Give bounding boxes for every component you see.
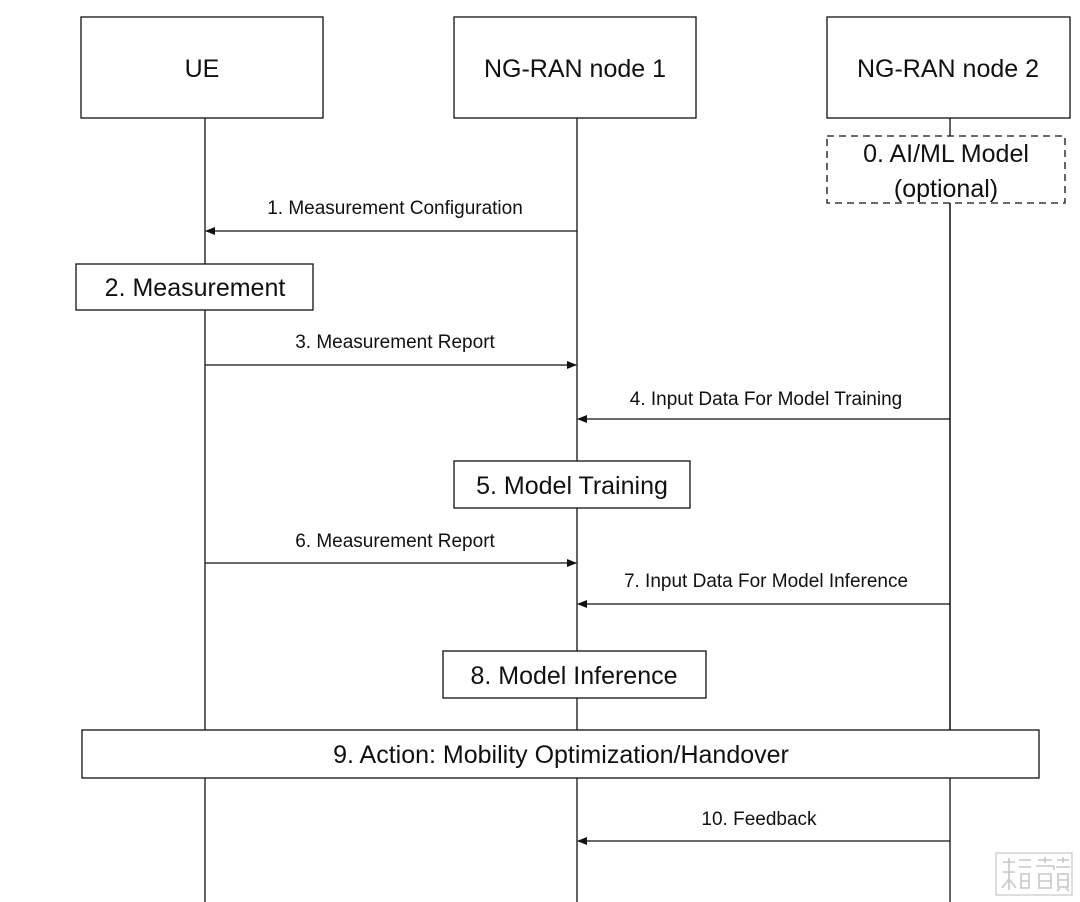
message-10-label: 10. Feedback [701, 809, 817, 830]
message-4-label: 4. Input Data For Model Training [630, 389, 902, 410]
step-8-label: 8. Model Inference [470, 662, 677, 690]
step-2-label: 2. Measurement [105, 274, 286, 302]
step-5-label: 5. Model Training [476, 472, 668, 500]
step-0-line2: (optional) [894, 175, 998, 203]
message-7-label: 7. Input Data For Model Inference [624, 571, 908, 592]
step-5-model-training-box: 5. Model Training [453, 460, 691, 509]
message-7: 7. Input Data For Model Inference [577, 571, 950, 608]
message-1-label: 1. Measurement Configuration [267, 198, 523, 219]
step-9-action-box: 9. Action: Mobility Optimization/Handove… [81, 729, 1040, 779]
message-6-label: 6. Measurement Report [295, 531, 495, 552]
node-ue: UE [80, 16, 324, 119]
node-ue-label: UE [185, 55, 220, 83]
message-4: 4. Input Data For Model Training [577, 389, 950, 423]
node-ran1: NG-RAN node 1 [453, 16, 697, 119]
node-ran1-label: NG-RAN node 1 [484, 55, 666, 83]
message-3-label: 3. Measurement Report [295, 332, 495, 353]
node-ran2-label: NG-RAN node 2 [857, 55, 1039, 83]
step-2-measurement-box: 2. Measurement [75, 263, 314, 311]
step-8-model-inference-box: 8. Model Inference [442, 650, 707, 699]
watermark-logo [995, 852, 1073, 896]
step-0-aiml-model-box: 0. AI/ML Model (optional) [826, 135, 1066, 204]
message-6: 6. Measurement Report [205, 531, 577, 567]
message-1: 1. Measurement Configuration [205, 198, 577, 235]
node-ran2: NG-RAN node 2 [826, 16, 1071, 119]
message-10: 10. Feedback [577, 809, 950, 845]
step-0-line1: 0. AI/ML Model [863, 140, 1029, 168]
message-3: 3. Measurement Report [205, 332, 577, 369]
step-9-label: 9. Action: Mobility Optimization/Handove… [333, 741, 789, 769]
